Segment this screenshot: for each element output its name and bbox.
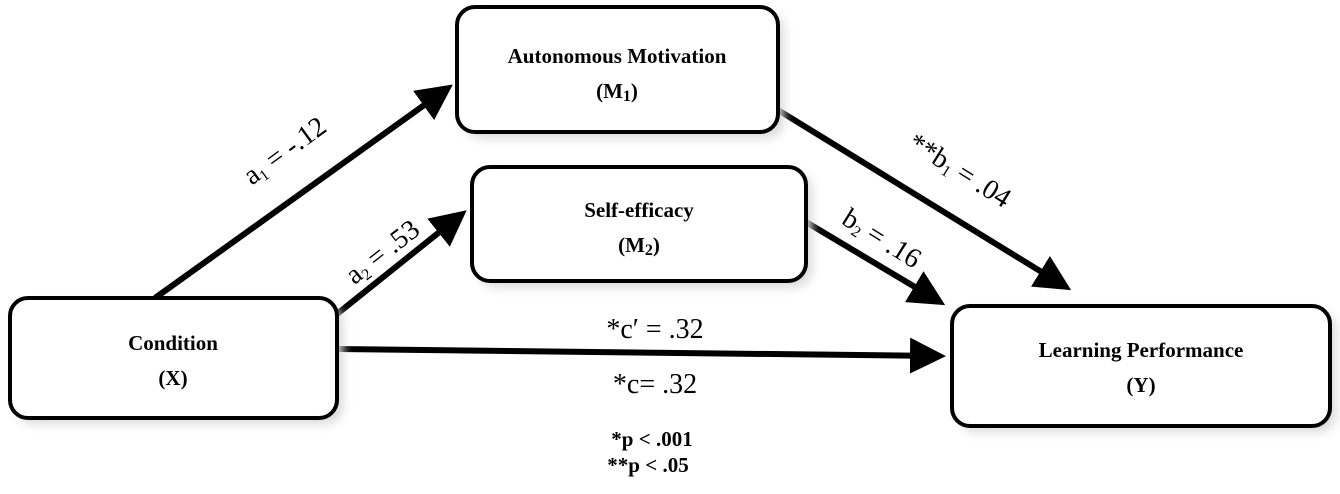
node-x-symbol: (X)	[158, 366, 187, 390]
path-b1-arrow	[776, 107, 1072, 291]
node-m2-symbol: (M2)	[618, 233, 660, 259]
significance-note-1: *p < .001	[611, 427, 692, 451]
node-m1: Autonomous Motivation (M1)	[455, 5, 784, 138]
node-y-title: Learning Performance	[1039, 338, 1244, 362]
significance-note-2: **p < .05	[607, 453, 688, 477]
path-c-prime-label: *c′ = .32	[606, 314, 703, 345]
path-c-label: *c= .32	[613, 369, 697, 400]
path-b2-arrow	[804, 219, 946, 306]
node-y: Learning Performance (Y)	[950, 304, 1336, 432]
node-y-symbol: (Y)	[1126, 373, 1155, 397]
node-x-title: Condition	[128, 331, 218, 355]
path-c-arrow	[336, 337, 946, 374]
node-m2-title: Self-efficacy	[584, 198, 694, 222]
node-m1-title: Autonomous Motivation	[508, 44, 727, 68]
path-a1-arrow	[153, 84, 453, 301]
path-a2-arrow	[335, 210, 467, 317]
node-m2: Self-efficacy (M2)	[470, 165, 812, 287]
node-m1-symbol: (M1)	[596, 79, 638, 105]
path-b1-label: **b1 = .04	[902, 127, 1016, 215]
node-x: Condition (X)	[8, 296, 343, 424]
